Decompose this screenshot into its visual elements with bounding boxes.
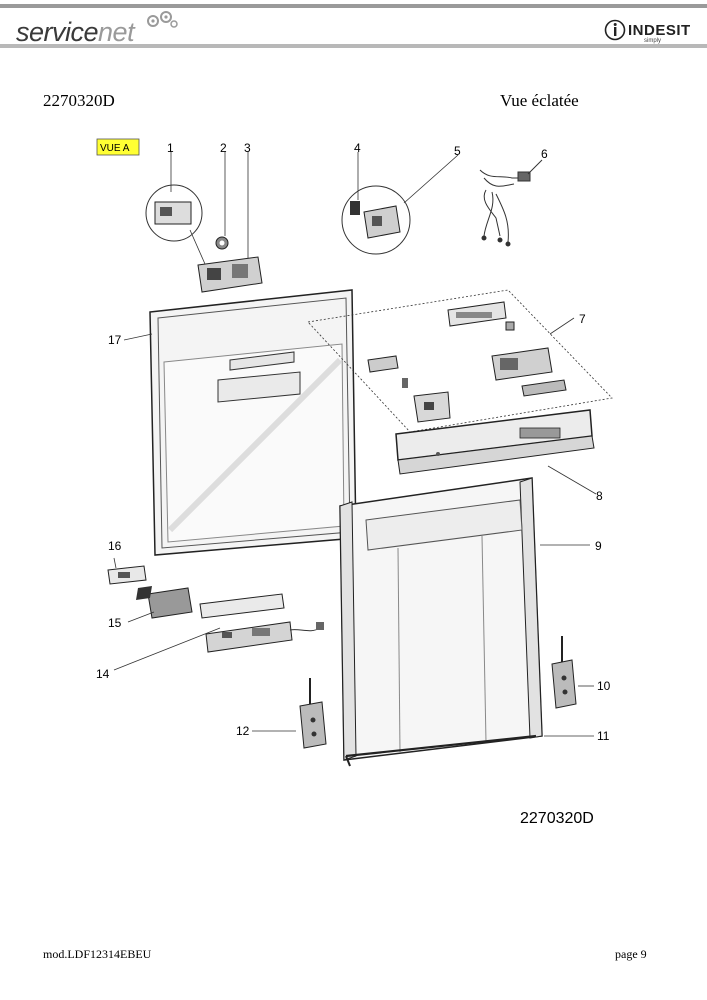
document-view-title: Vue éclatée (500, 91, 579, 110)
base-rod (345, 734, 594, 767)
left-hinge (252, 678, 327, 749)
header-bottom-band (0, 44, 707, 48)
indesit-emblem-icon (604, 19, 626, 41)
control-panel-front (395, 409, 597, 495)
part-number: 11 (597, 729, 610, 743)
gears-icon (147, 11, 178, 28)
door-lock-detail (341, 152, 459, 255)
part-number: 6 (541, 147, 548, 161)
part-number: 10 (597, 679, 611, 693)
footer-model: mod.LDF12314EBEU (43, 947, 152, 961)
part-number: 9 (595, 539, 602, 553)
part-number: 5 (454, 144, 461, 158)
part-number: 15 (108, 616, 122, 630)
footer-page-number: page 9 (615, 947, 647, 961)
logo-service-text: service (16, 17, 99, 47)
part-number: 1 (167, 141, 174, 155)
inner-door-panel (149, 289, 357, 556)
part-number: 4 (354, 141, 361, 155)
detergent-dispenser-detail (145, 151, 203, 242)
dispenser-assembly (189, 152, 263, 293)
part-number: 16 (108, 539, 122, 553)
view-label-box (96, 138, 140, 156)
servicenet-logo: servicenet (16, 11, 178, 48)
part-number: 7 (579, 312, 586, 326)
control-electronics-group (307, 289, 613, 433)
exploded-view-diagram: VUE A (96, 138, 613, 827)
indesit-brand-name: INDESIT (628, 22, 691, 39)
part-number: 14 (96, 667, 110, 681)
indesit-logo: INDESIT simply (604, 19, 690, 46)
header-bar: servicenet INDESIT simply (0, 0, 707, 50)
indesit-tagline: simply (644, 38, 662, 44)
wiring-harness (479, 159, 543, 247)
document-code: 2270320D (43, 91, 115, 110)
part-number: 2 (220, 141, 227, 155)
header-top-band (0, 4, 707, 8)
part-number: 8 (596, 489, 603, 503)
leader-17 (123, 333, 153, 341)
view-label: VUE A (100, 143, 130, 154)
right-hinge (551, 636, 594, 709)
logo-net-text: net (98, 17, 135, 47)
part-number: 17 (108, 333, 122, 347)
part-number: 12 (236, 724, 250, 738)
drawing-code: 2270320D (520, 810, 594, 827)
outer-door-panel (339, 477, 590, 761)
lower-components (107, 557, 324, 671)
part-number: 3 (244, 141, 251, 155)
